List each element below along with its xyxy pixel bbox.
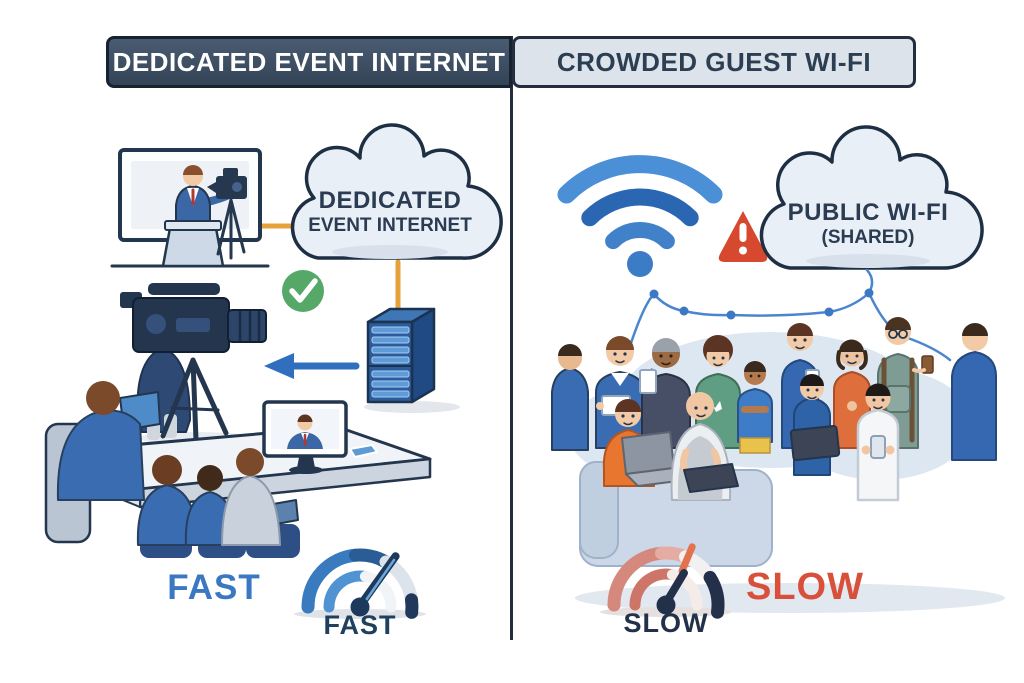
person [789, 374, 841, 476]
laptop-icon [789, 424, 841, 462]
gauge-slow-icon [600, 543, 732, 619]
wifi-icon [557, 155, 723, 277]
dedicated-cloud-line1: DEDICATED [318, 187, 462, 214]
person [595, 336, 645, 449]
person [856, 383, 900, 502]
tripod [160, 357, 229, 443]
person [670, 392, 739, 501]
right-panel-header-label: CROWDED GUEST WI-FI [556, 46, 872, 77]
presenter-screen [110, 148, 270, 268]
studio-camera-icon [207, 168, 247, 260]
dedicated-cloud-label: DEDICATED EVENT INTERNET [298, 187, 482, 236]
server-icon [364, 307, 460, 413]
person [639, 338, 691, 449]
public-wifi-cloud-line1: PUBLIC WI-FI [787, 199, 949, 226]
right-scene [551, 125, 1005, 619]
tablet-on-table [349, 444, 378, 458]
videocall-monitor [262, 400, 348, 474]
phone-icon [870, 435, 886, 459]
dedicated-cloud-line2: EVENT INTERNET [308, 214, 472, 236]
broadcast-camera-icon [120, 283, 267, 353]
check-icon [282, 270, 324, 312]
fast-speed-label: FAST [167, 568, 261, 607]
warning-icon [718, 211, 768, 262]
person [737, 361, 773, 454]
right-panel-header: CROWDED GUEST WI-FI [512, 36, 916, 88]
broadcast-camera-group [120, 283, 267, 444]
gauge-fast-icon [294, 548, 426, 619]
crowd-group [551, 317, 997, 567]
public-wifi-cloud-label: PUBLIC WI-FI (SHARED) [768, 199, 968, 248]
person [551, 344, 589, 451]
cloud-icon-public-wifi [759, 125, 984, 270]
podium [161, 220, 225, 268]
fast-gauge-caption: FAST [323, 610, 397, 640]
slow-gauge-caption: SLOW [623, 608, 709, 638]
person [695, 335, 741, 449]
cloud-icon-dedicated [290, 123, 503, 260]
audience-group [44, 381, 300, 558]
slow-speed-label: SLOW [746, 566, 864, 608]
left-scene [44, 123, 503, 619]
left-panel-header: DEDICATED EVENT INTERNET [106, 36, 512, 88]
left-panel-header-label: DEDICATED EVENT INTERNET [112, 46, 506, 77]
laptop-icon [683, 463, 739, 493]
panel-divider [510, 36, 513, 640]
laptop-icon [621, 431, 675, 475]
person [951, 323, 997, 461]
arrow-left-icon [264, 353, 360, 379]
public-wifi-cloud-line2: (SHARED) [821, 226, 915, 248]
